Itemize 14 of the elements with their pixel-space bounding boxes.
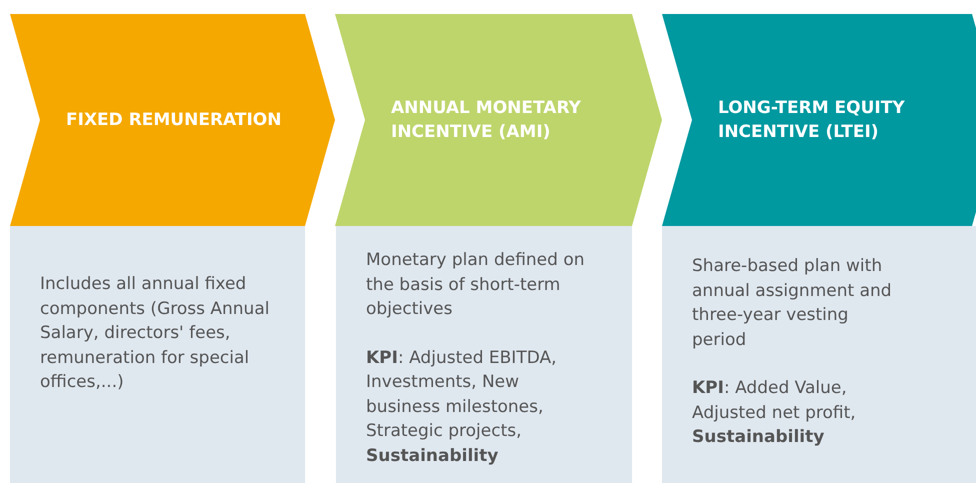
header-banner — [662, 14, 976, 226]
description-text: Share-based plan with annual assignment and three-year vesting period — [692, 255, 893, 352]
description-text: KPI: Adjusted EBITDA, Investments, New business milestones, Strategic projects, Sustainability — [366, 346, 558, 468]
chevron-title: ANNUAL MONETARY INCENTIVE (AMI) — [391, 97, 582, 144]
description-panel — [336, 226, 632, 483]
description-text: KPI: Added Value, Adjusted net profit, Sustainability — [692, 377, 857, 449]
description-panel — [662, 226, 976, 483]
chevron-title: FIXED REMUNERATION — [66, 109, 282, 132]
description-panel — [10, 226, 305, 483]
description-text: Includes all annual fixed components (Gross Annual Salary, directors' fees, remuneration for special offices,...) — [40, 273, 270, 394]
description-text: Monetary plan defined on the basis of short-term objectives — [366, 249, 586, 321]
header-banner — [335, 14, 662, 226]
chevron-title: LONG-TERM EQUITY INCENTIVE (LTEI) — [718, 97, 906, 144]
header-banner — [10, 14, 335, 226]
